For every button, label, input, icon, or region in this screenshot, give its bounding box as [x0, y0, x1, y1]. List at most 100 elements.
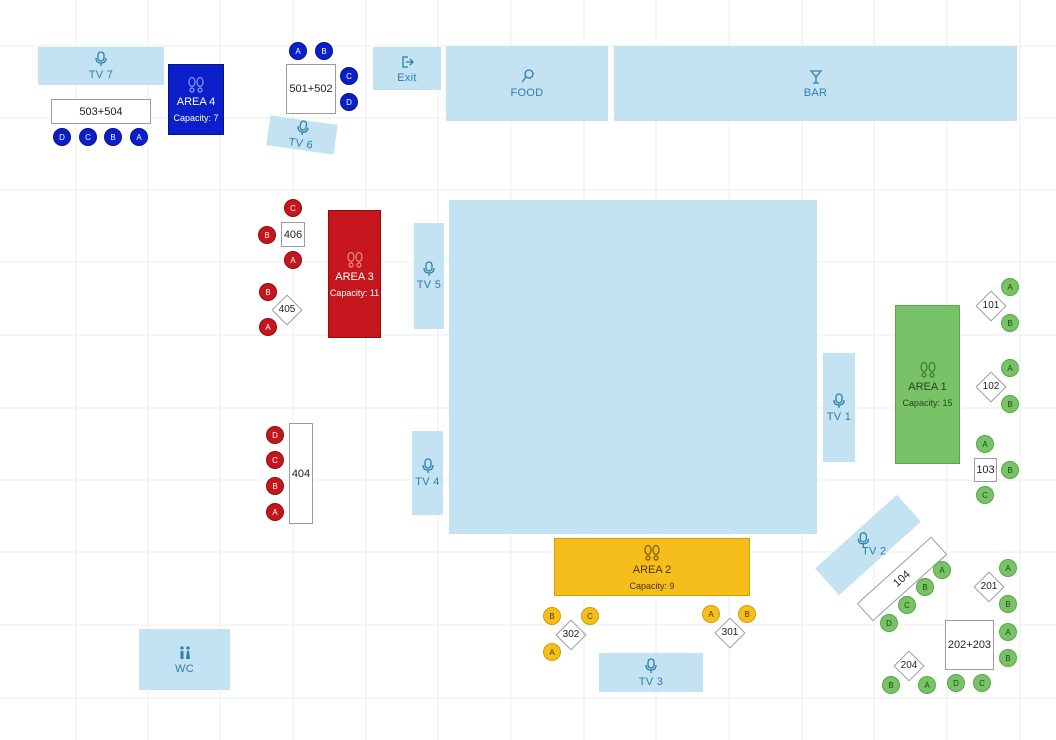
microphone-icon [421, 458, 434, 473]
wc[interactable]: WC [139, 629, 230, 690]
tv-label: TV 5 [416, 279, 442, 291]
seat[interactable]: B [543, 607, 561, 625]
seat[interactable]: A [284, 251, 302, 269]
seat[interactable]: D [947, 674, 965, 692]
bar-label: BAR [803, 86, 828, 99]
tv-label: TV 1 [826, 410, 852, 423]
area-name: AREA 2 [632, 563, 672, 576]
seat[interactable]: A [266, 503, 284, 521]
seat[interactable]: D [340, 93, 358, 111]
central-floor [449, 200, 817, 534]
seat[interactable]: B [999, 649, 1017, 667]
microphone-icon [645, 657, 657, 673]
microphone-icon [95, 51, 107, 66]
table-202-203[interactable]: 202+203 [945, 620, 994, 670]
tv-label: TV 3 [638, 675, 664, 688]
seat[interactable]: B [315, 42, 333, 60]
table-404[interactable]: 404 [289, 423, 313, 524]
tv-label: TV 4 [415, 476, 440, 488]
tv-5[interactable]: TV 5 [414, 223, 444, 329]
area-2[interactable]: AREA 2 Capacity: 9 [554, 538, 750, 596]
tv-1[interactable]: TV 1 [823, 353, 855, 462]
seat[interactable]: A [999, 559, 1017, 577]
seat[interactable]: C [340, 67, 358, 85]
seat[interactable]: C [581, 607, 599, 625]
seat[interactable]: A [289, 42, 307, 60]
seat[interactable]: B [999, 595, 1017, 613]
seat[interactable]: B [104, 128, 122, 146]
seat[interactable]: A [1001, 278, 1019, 296]
table-103[interactable]: 103 [974, 458, 997, 482]
seat[interactable]: A [1001, 359, 1019, 377]
seat[interactable]: B [259, 283, 277, 301]
table-204-label: 204 [900, 660, 918, 671]
table-101-label: 101 [982, 300, 1000, 311]
food-label: FOOD [510, 86, 544, 99]
seat[interactable]: C [79, 128, 97, 146]
food[interactable]: FOOD [446, 46, 608, 121]
seat[interactable]: B [1001, 395, 1019, 413]
tv-4[interactable]: TV 4 [412, 431, 443, 515]
exit-label: Exit [397, 71, 417, 84]
seat[interactable]: A [933, 561, 951, 579]
seat[interactable]: C [976, 486, 994, 504]
exit-icon [402, 55, 414, 68]
microphone-icon [423, 261, 435, 276]
seat[interactable]: B [882, 676, 900, 694]
seat[interactable]: A [130, 128, 148, 146]
table-503-504[interactable]: 503+504 [51, 99, 151, 124]
seat[interactable]: A [259, 318, 277, 336]
seat[interactable]: B [916, 578, 934, 596]
area-capacity: Capacity: 7 [173, 113, 219, 123]
seat[interactable]: A [999, 623, 1017, 641]
seat[interactable]: B [258, 226, 276, 244]
area-name: AREA 4 [176, 96, 216, 108]
microphone-icon [857, 532, 869, 547]
tv-3[interactable]: TV 3 [599, 653, 703, 692]
exit[interactable]: Exit [373, 47, 441, 90]
area-3[interactable]: AREA 3 Capacity: 11 [328, 210, 381, 338]
area-capacity: Capacity: 11 [329, 287, 380, 298]
tv-label: TV 2 [861, 545, 887, 558]
table-302-label: 302 [562, 629, 580, 640]
table-406[interactable]: 406 [281, 222, 305, 247]
seat[interactable]: D [266, 426, 284, 444]
seat[interactable]: D [880, 614, 898, 632]
food-icon [521, 68, 534, 82]
seat[interactable]: C [266, 451, 284, 469]
table-405-label: 405 [278, 304, 296, 315]
seat[interactable]: B [738, 605, 756, 623]
area-4[interactable]: AREA 4 Capacity: 7 [168, 64, 224, 135]
footprints-icon [188, 76, 204, 93]
seat[interactable]: C [973, 674, 991, 692]
area-name: AREA 1 [908, 381, 947, 393]
seat[interactable]: A [702, 605, 720, 623]
table-501-502[interactable]: 501+502 [286, 64, 336, 114]
tv-2[interactable]: TV 2 [815, 494, 921, 596]
seat[interactable]: A [918, 676, 936, 694]
table-201-label: 201 [980, 581, 998, 592]
seat[interactable]: A [543, 643, 561, 661]
tv-6[interactable]: TV 6 [266, 115, 338, 155]
tv-label: TV 7 [88, 69, 114, 81]
tv-7[interactable]: TV 7 [38, 47, 164, 85]
area-capacity: Capacity: 15 [902, 398, 953, 408]
footprints-icon [346, 251, 363, 268]
microphone-icon [297, 120, 309, 136]
seat[interactable]: C [284, 199, 302, 217]
area-capacity: Capacity: 9 [629, 580, 675, 591]
seat[interactable]: A [976, 435, 994, 453]
area-name: AREA 3 [335, 270, 374, 283]
wc-label: WC [175, 662, 194, 675]
seat[interactable]: B [1001, 461, 1019, 479]
table-301-label: 301 [721, 627, 739, 638]
bar[interactable]: BAR [614, 46, 1017, 121]
seat[interactable]: B [1001, 314, 1019, 332]
microphone-icon [833, 392, 845, 408]
seat[interactable]: B [266, 477, 284, 495]
cocktail-icon [809, 69, 822, 84]
table-102-label: 102 [982, 381, 1000, 392]
area-1[interactable]: AREA 1 Capacity: 15 [895, 305, 960, 464]
seat[interactable]: C [898, 596, 916, 614]
seat[interactable]: D [53, 128, 71, 146]
